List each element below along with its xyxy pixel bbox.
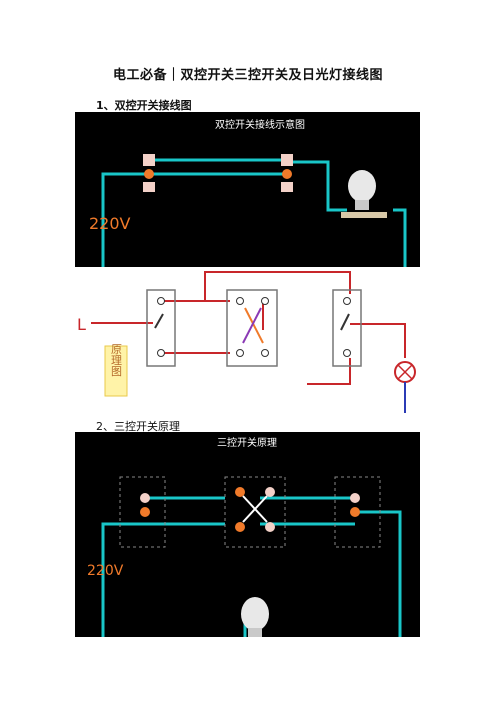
two-way-switch-diagram: 双控开关接线示意图 220V <box>75 112 420 267</box>
cyan-wires <box>101 158 407 267</box>
left-switch <box>143 154 155 192</box>
right-switch <box>281 154 293 192</box>
section-heading-1: 1、双控开关接线图 <box>96 99 192 112</box>
voltage-label: 220V <box>89 214 131 233</box>
switch-boxes <box>119 476 381 548</box>
voltage-label: 220V <box>87 563 124 579</box>
light-bulb-icon <box>341 170 387 218</box>
cyan-wires <box>101 496 402 637</box>
switch-1 <box>146 289 176 367</box>
line-label: L <box>77 315 86 334</box>
legend-label: 原理图 <box>110 344 123 378</box>
lamp-icon <box>394 361 416 413</box>
switch-3 <box>332 289 362 367</box>
legend-box <box>104 345 128 397</box>
section-heading-2: 2、三控开关原理 <box>96 420 180 433</box>
light-bulb-icon <box>241 597 269 637</box>
diagram-title: 双控开关接线示意图 <box>215 118 305 131</box>
principle-diagram: L 原理图 <box>75 268 420 413</box>
document-title: 电工必备｜双控开关三控开关及日光灯接线图 <box>112 68 383 83</box>
switch-2 <box>226 289 278 367</box>
diagram-title: 三控开关原理 <box>217 436 277 449</box>
switch-terminals <box>140 487 360 532</box>
three-way-switch-diagram: 三控开关原理 220V <box>75 432 420 637</box>
